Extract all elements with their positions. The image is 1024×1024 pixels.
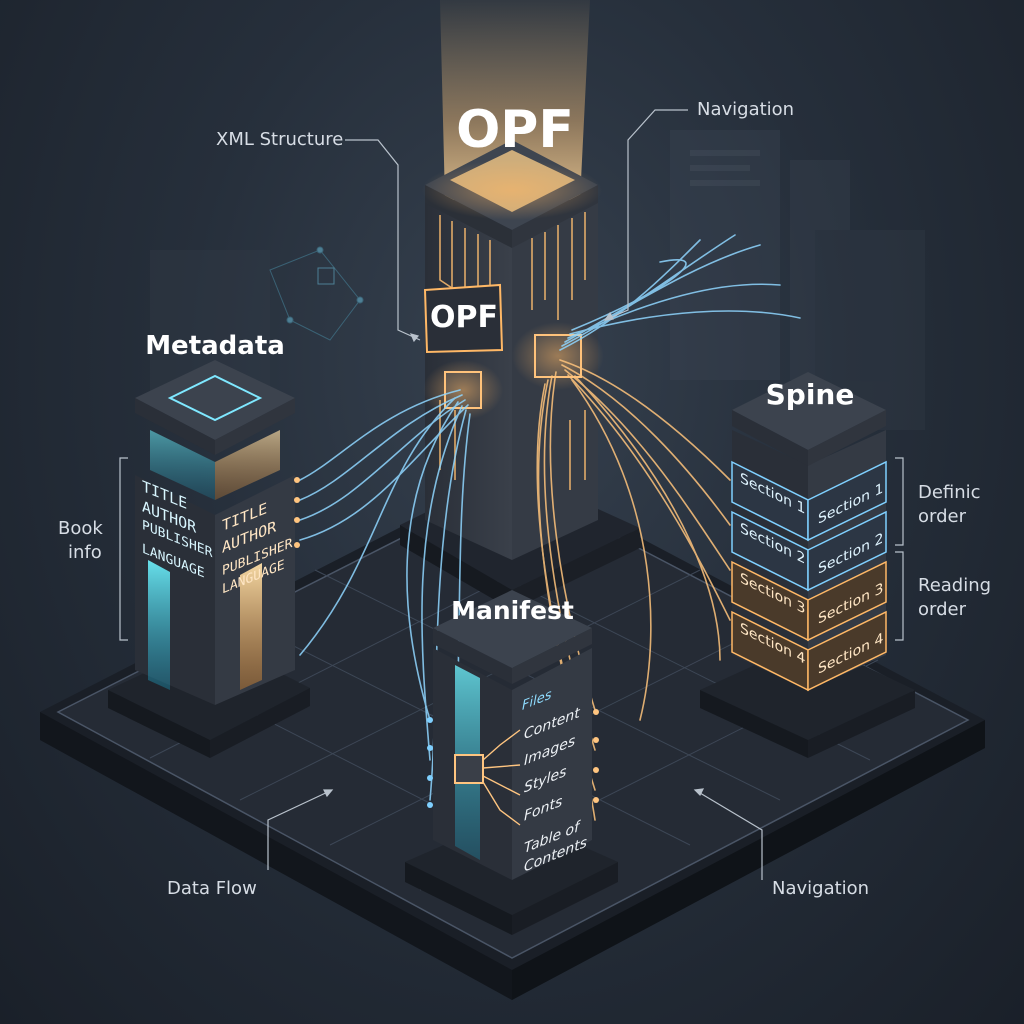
spine-pillar [700,372,915,758]
annotation-reading-order: order [918,599,966,620]
annotation-definic-order: Definic [918,482,981,503]
annotation-data-flow: Data Flow [167,878,257,899]
annotation-book-info: Book [58,518,103,539]
annotation-book-info: info [68,542,102,563]
annotation-navigation-bottom: Navigation [772,878,870,899]
annotation-leaders [119,109,904,880]
annotation-definic-order: order [918,506,966,527]
network-dots [269,246,364,341]
metadata-pillar [108,360,310,758]
opf-pillar [400,140,640,610]
annotation-xml-structure: XML Structure [216,129,344,150]
spine-title: Spine [765,378,855,411]
opf-light-beam [440,0,590,200]
annotation-reading-order: Reading [918,575,992,596]
metadata-title: Metadata [145,331,285,361]
manifest-title: Manifest [451,596,574,625]
annotation-navigation-top: Navigation [697,99,795,120]
opf-title: OPF [456,100,574,160]
opf-chip-label: OPF [430,300,498,335]
manifest-pillar [405,590,618,935]
